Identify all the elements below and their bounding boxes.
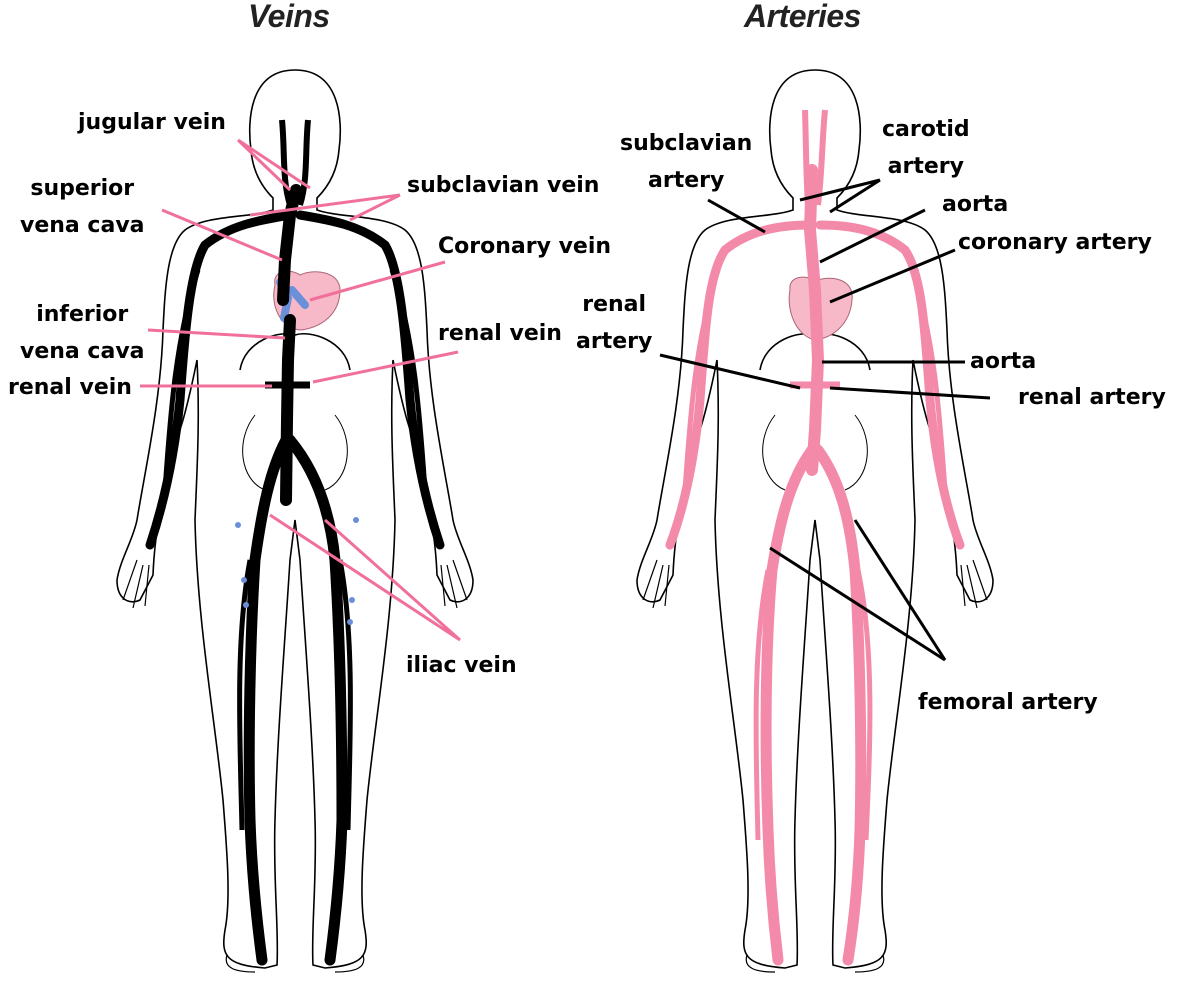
label-superior-line2: vena cava (20, 207, 145, 244)
label-inferior-vena-cava: inferior vena cava (20, 296, 145, 370)
arteries-title: Arteries (744, 0, 861, 35)
label-renal-vein-left: renal vein (8, 369, 132, 406)
label-carotid-artery: carotid artery (882, 111, 970, 185)
label-renal-artery-left-line1: renal (576, 286, 652, 323)
label-femoral-artery: femoral artery (918, 684, 1098, 721)
aorta-vessel (810, 170, 818, 470)
label-renal-artery-right: renal artery (1018, 379, 1166, 416)
label-coronary-artery: coronary artery (958, 224, 1152, 261)
label-iliac-vein: iliac vein (406, 647, 517, 684)
label-coronary-vein: Coronary vein (438, 228, 611, 265)
label-superior-line1: superior (20, 170, 145, 207)
label-aorta-top: aorta (942, 186, 1008, 223)
veins-title: Veins (248, 0, 330, 35)
label-jugular-vein: jugular vein (78, 104, 226, 141)
label-carotid-line2: artery (882, 148, 970, 185)
label-inferior-line1: inferior (20, 296, 145, 333)
label-superior-vena-cava: superior vena cava (20, 170, 145, 244)
label-carotid-line1: carotid (882, 111, 970, 148)
label-renal-artery-left: renal artery (576, 286, 652, 360)
label-renal-artery-left-line2: artery (576, 323, 652, 360)
label-subclavian-artery-line2: artery (620, 162, 752, 199)
label-renal-vein-right: renal vein (438, 315, 562, 352)
arteries-figure (637, 70, 993, 972)
label-subclavian-artery-line1: subclavian (620, 125, 752, 162)
veins-figure (117, 70, 473, 972)
label-subclavian-vein: subclavian vein (407, 167, 599, 204)
label-aorta-mid: aorta (970, 343, 1036, 380)
label-inferior-line2: vena cava (20, 333, 145, 370)
label-subclavian-artery: subclavian artery (620, 125, 752, 199)
